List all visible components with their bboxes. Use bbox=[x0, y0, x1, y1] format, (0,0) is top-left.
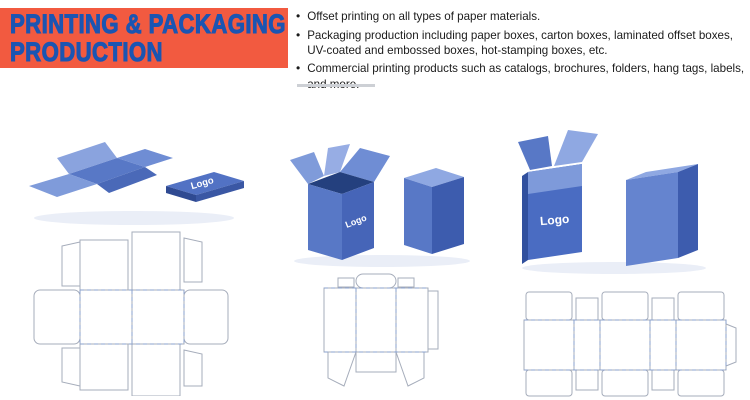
bullet-item-1: • Offset printing on all types of paper … bbox=[296, 9, 748, 25]
page-title: PRINTING & PACKAGING PRODUCTION bbox=[10, 9, 286, 67]
flat-box-3d: Logo bbox=[29, 142, 244, 225]
bullet-item-2: • Packaging production including paper b… bbox=[296, 28, 748, 59]
bullet-dot: • bbox=[296, 61, 301, 76]
display-dieline bbox=[523, 291, 737, 397]
bullet-text-1: Offset printing on all types of paper ma… bbox=[307, 10, 541, 23]
page-title-line2: PRODUCTION bbox=[10, 37, 163, 67]
panel-display-box: Logo bbox=[518, 130, 737, 397]
bullet-list: • Offset printing on all types of paper … bbox=[296, 9, 748, 95]
logo-text: Logo bbox=[539, 212, 569, 229]
flat-box-dieline bbox=[33, 231, 229, 396]
carton-dieline bbox=[323, 273, 439, 387]
bullet-dot: • bbox=[296, 9, 301, 23]
bullet-item-3: • Commercial printing products such as c… bbox=[296, 61, 748, 92]
title-banner: PRINTING & PACKAGING PRODUCTION bbox=[0, 8, 288, 68]
bullet-text-2: Packaging production including paper box… bbox=[307, 28, 734, 58]
bullet-text-3: Commercial printing products such as cat… bbox=[307, 62, 745, 90]
panel-flat-box: Logo bbox=[29, 142, 244, 396]
panel-carton-box: Logo bbox=[290, 144, 470, 387]
page-title-line1: PRINTING & PACKAGING bbox=[10, 9, 286, 39]
divider-line bbox=[297, 84, 375, 87]
open-carton-3d: Logo bbox=[290, 144, 470, 267]
bullet-dot: • bbox=[296, 27, 301, 42]
display-boxes-3d: Logo bbox=[518, 130, 706, 274]
